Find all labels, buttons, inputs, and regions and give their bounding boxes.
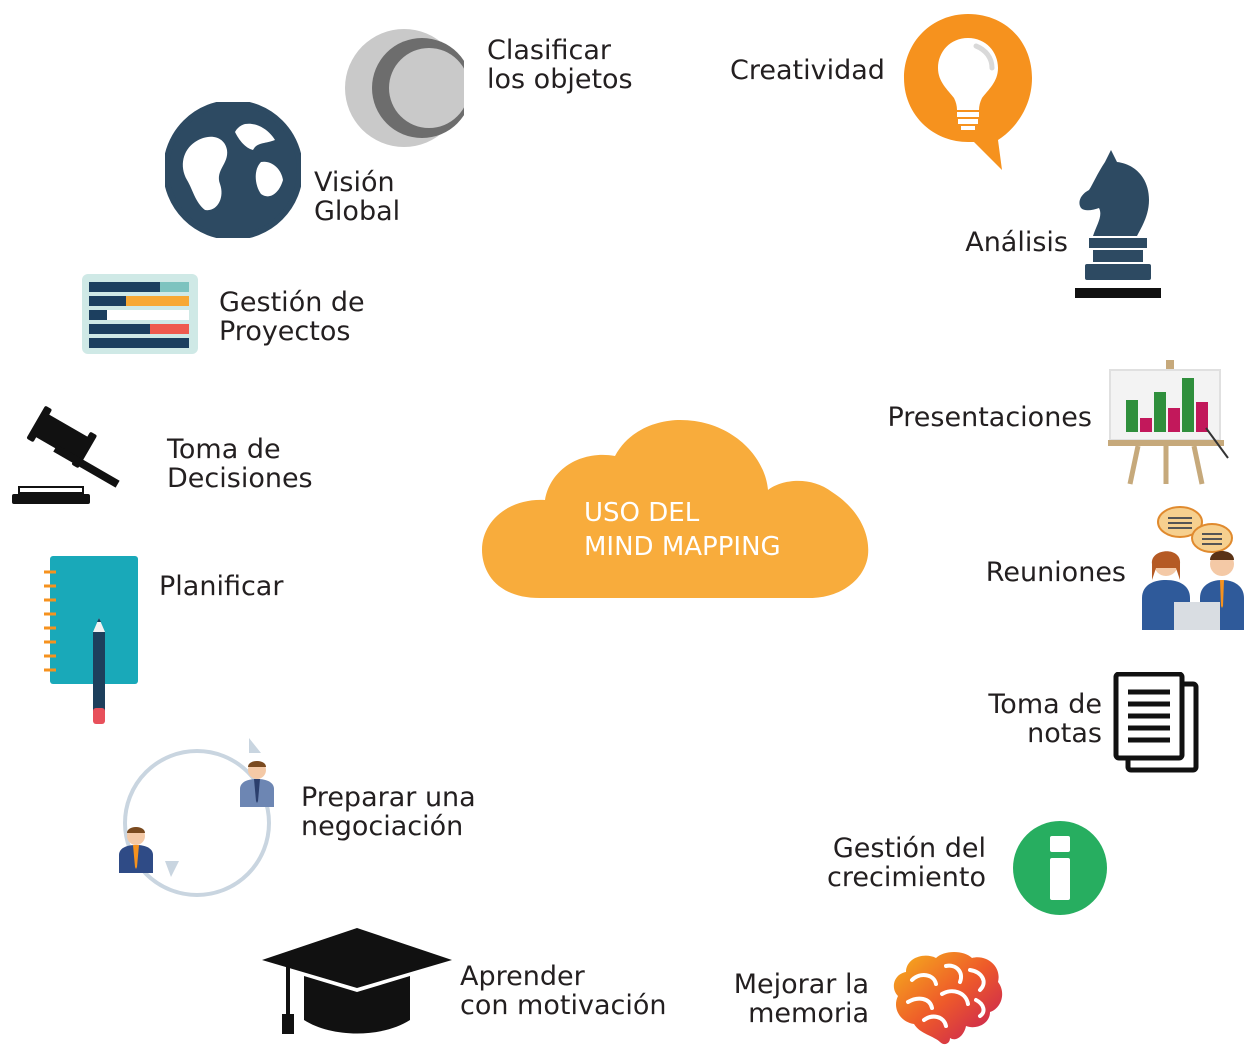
center-title-line2: MIND MAPPING (584, 532, 781, 562)
easel-chart-icon (1108, 360, 1229, 485)
node-creatividad: Creatividad (730, 55, 885, 86)
center-title: USO DEL MIND MAPPING (584, 496, 781, 564)
node-aprender: Aprender con motivación (460, 961, 667, 1021)
moon-icon (345, 29, 464, 147)
node-toma-notas: Toma de notas (988, 689, 1102, 749)
node-toma-decisiones: Toma de Decisiones (167, 434, 313, 494)
info-circle-icon (1013, 821, 1107, 915)
gavel-icon (12, 406, 120, 504)
node-crecimiento: Gestión del crecimiento (827, 833, 986, 893)
node-memoria: Mejorar la memoria (733, 969, 869, 1029)
gantt-chart-icon (82, 274, 198, 354)
brain-icon (893, 952, 1003, 1045)
node-vision: Visión Global (314, 167, 401, 227)
node-presentaciones: Presentaciones (887, 402, 1092, 433)
node-reuniones: Reuniones (985, 557, 1126, 588)
center-title-line1: USO DEL (584, 498, 700, 528)
center-cloud (482, 420, 869, 598)
node-gestion-proyectos: Gestión de Proyectos (219, 287, 365, 347)
lightbulb-bubble-icon (904, 14, 1032, 170)
chess-knight-icon (1075, 150, 1161, 298)
node-planificar: Planificar (159, 571, 284, 602)
graduation-cap-icon (262, 928, 452, 1034)
globe-icon (165, 102, 301, 238)
documents-icon (1113, 672, 1199, 773)
node-analisis: Análisis (965, 227, 1068, 258)
node-clasificar: Clasificar los objetos (487, 35, 633, 95)
meeting-people-icon (1142, 506, 1244, 630)
notebook-pencil-icon (44, 556, 138, 724)
negotiation-cycle-icon (119, 738, 274, 897)
node-negociacion: Preparar una negociación (301, 782, 476, 842)
